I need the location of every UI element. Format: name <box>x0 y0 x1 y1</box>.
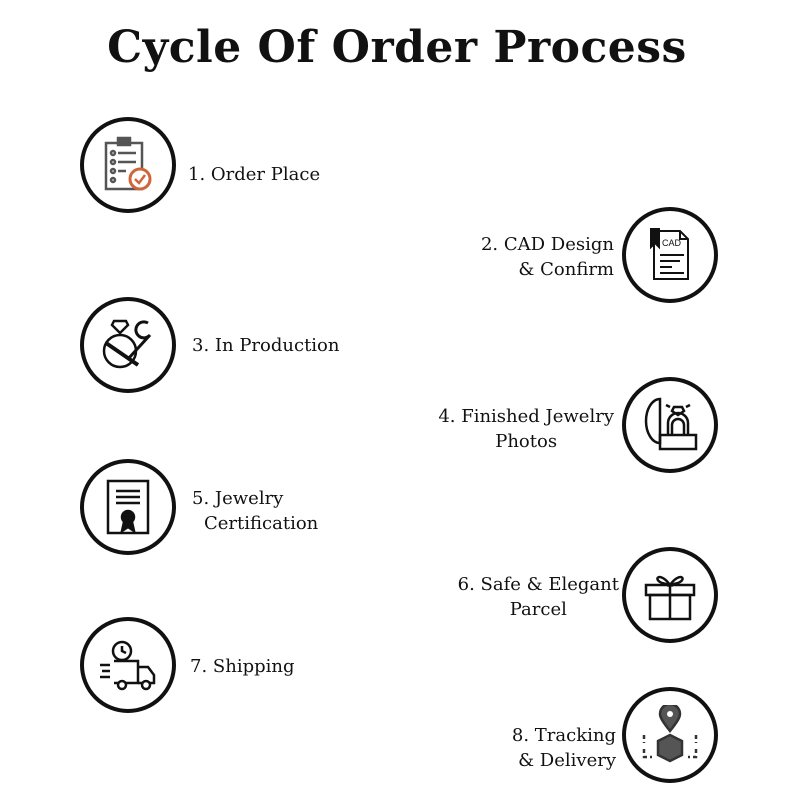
package-location-icon <box>622 687 718 783</box>
clipboard-check-icon <box>80 117 176 213</box>
step-7-label: 7. Shipping <box>190 656 295 677</box>
step-8-label: 8. Tracking& Delivery <box>511 725 616 771</box>
ring-tools-icon <box>80 297 176 393</box>
certificate-icon <box>80 459 176 555</box>
step-2-label: 2. CAD Design& Confirm <box>480 234 614 280</box>
cad-document-icon: CAD <box>622 207 718 303</box>
page-title: Cycle Of Order Process <box>107 22 687 73</box>
delivery-truck-icon <box>80 617 176 713</box>
svg-text:CAD: CAD <box>662 238 682 248</box>
ring-box-icon <box>622 377 718 473</box>
gift-box-icon <box>622 547 718 643</box>
step-3-label: 3. In Production <box>192 335 340 356</box>
step-1-label: 1. Order Place <box>188 164 321 185</box>
